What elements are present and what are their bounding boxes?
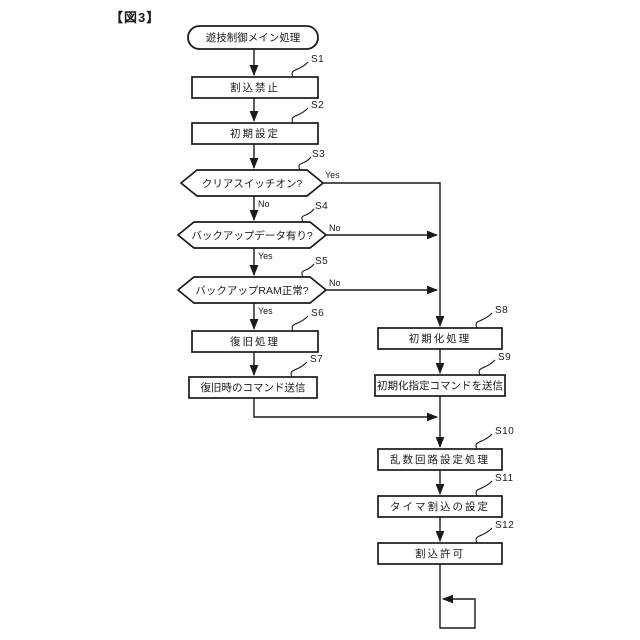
process-s9-shape: [374, 374, 506, 397]
process-s11-shape: [377, 495, 503, 518]
decision-s5-label: バックアップRAM正常?: [195, 284, 309, 297]
leader-s3: [298, 156, 312, 171]
step-id-s12: S12: [495, 520, 515, 531]
process-s2-label: 初期設定: [230, 128, 280, 140]
connector-s7-join: [253, 398, 438, 422]
process-s8-label: 初期化処理: [408, 333, 472, 345]
leader-s1: [291, 61, 309, 78]
process-s12-shape: [377, 542, 503, 565]
decision-s4-label: バックアップデータ有り?: [191, 229, 313, 242]
leader-s12: [475, 527, 493, 544]
branch-label-s4-yes: Yes: [258, 251, 273, 261]
step-id-s7: S7: [310, 354, 324, 365]
step-id-s4: S4: [315, 201, 329, 212]
branch-label-s3-no: No: [258, 199, 270, 209]
process-s1-label: 割込禁止: [230, 82, 280, 94]
step-id-s11: S11: [495, 473, 514, 484]
step-id-s1: S1: [311, 54, 325, 65]
connector-s3-yes-s8: [323, 182, 445, 327]
process-s11-label: タイマ割込の設定: [390, 501, 490, 513]
leader-s2: [291, 107, 309, 124]
leader-s4: [301, 208, 315, 223]
process-s8-shape: [377, 327, 503, 350]
step-id-s9: S9: [498, 352, 512, 363]
decision-s3-shape: [179, 169, 325, 197]
step-id-s10: S10: [495, 426, 515, 437]
terminal-start-shape: [187, 25, 319, 50]
branch-label-s5-no: No: [329, 278, 341, 288]
leader-s8: [475, 312, 493, 329]
process-s1-shape: [191, 76, 319, 99]
decision-s5-shape: [176, 276, 328, 304]
process-s2-shape: [191, 122, 319, 145]
process-s6-shape: [191, 330, 319, 353]
process-s6-label: 復旧処理: [230, 336, 280, 348]
process-s9-label: 初期化指定コマンドを送信: [377, 380, 503, 392]
decision-s4-shape: [176, 221, 328, 249]
terminal-start-label: 遊技制御メイン処理: [205, 32, 301, 44]
process-s7-shape: [188, 376, 318, 399]
process-s10-label: 乱数回路設定処理: [390, 454, 490, 466]
leader-s7: [290, 361, 308, 378]
process-s10-shape: [377, 448, 503, 471]
process-s7-label: 復旧時のコマンド送信: [200, 382, 306, 394]
figure-label: 【図3】: [110, 10, 161, 25]
leader-s6: [291, 315, 309, 332]
leader-s11: [475, 480, 493, 497]
step-id-s8: S8: [495, 305, 509, 316]
branch-label-s3-yes: Yes: [325, 170, 340, 180]
leader-s9: [478, 359, 496, 376]
branch-label-s5-yes: Yes: [258, 306, 273, 316]
step-id-s2: S2: [311, 100, 325, 111]
step-id-s5: S5: [315, 256, 329, 267]
decision-s3-label: クリアスイッチオン?: [201, 177, 303, 190]
branch-label-s4-no: No: [329, 223, 341, 233]
leader-s10: [475, 433, 493, 450]
leader-s5: [301, 263, 315, 278]
connector-s12-loop: [439, 564, 476, 629]
step-id-s3: S3: [312, 149, 326, 160]
process-s12-label: 割込許可: [415, 548, 465, 560]
step-id-s6: S6: [311, 308, 325, 319]
